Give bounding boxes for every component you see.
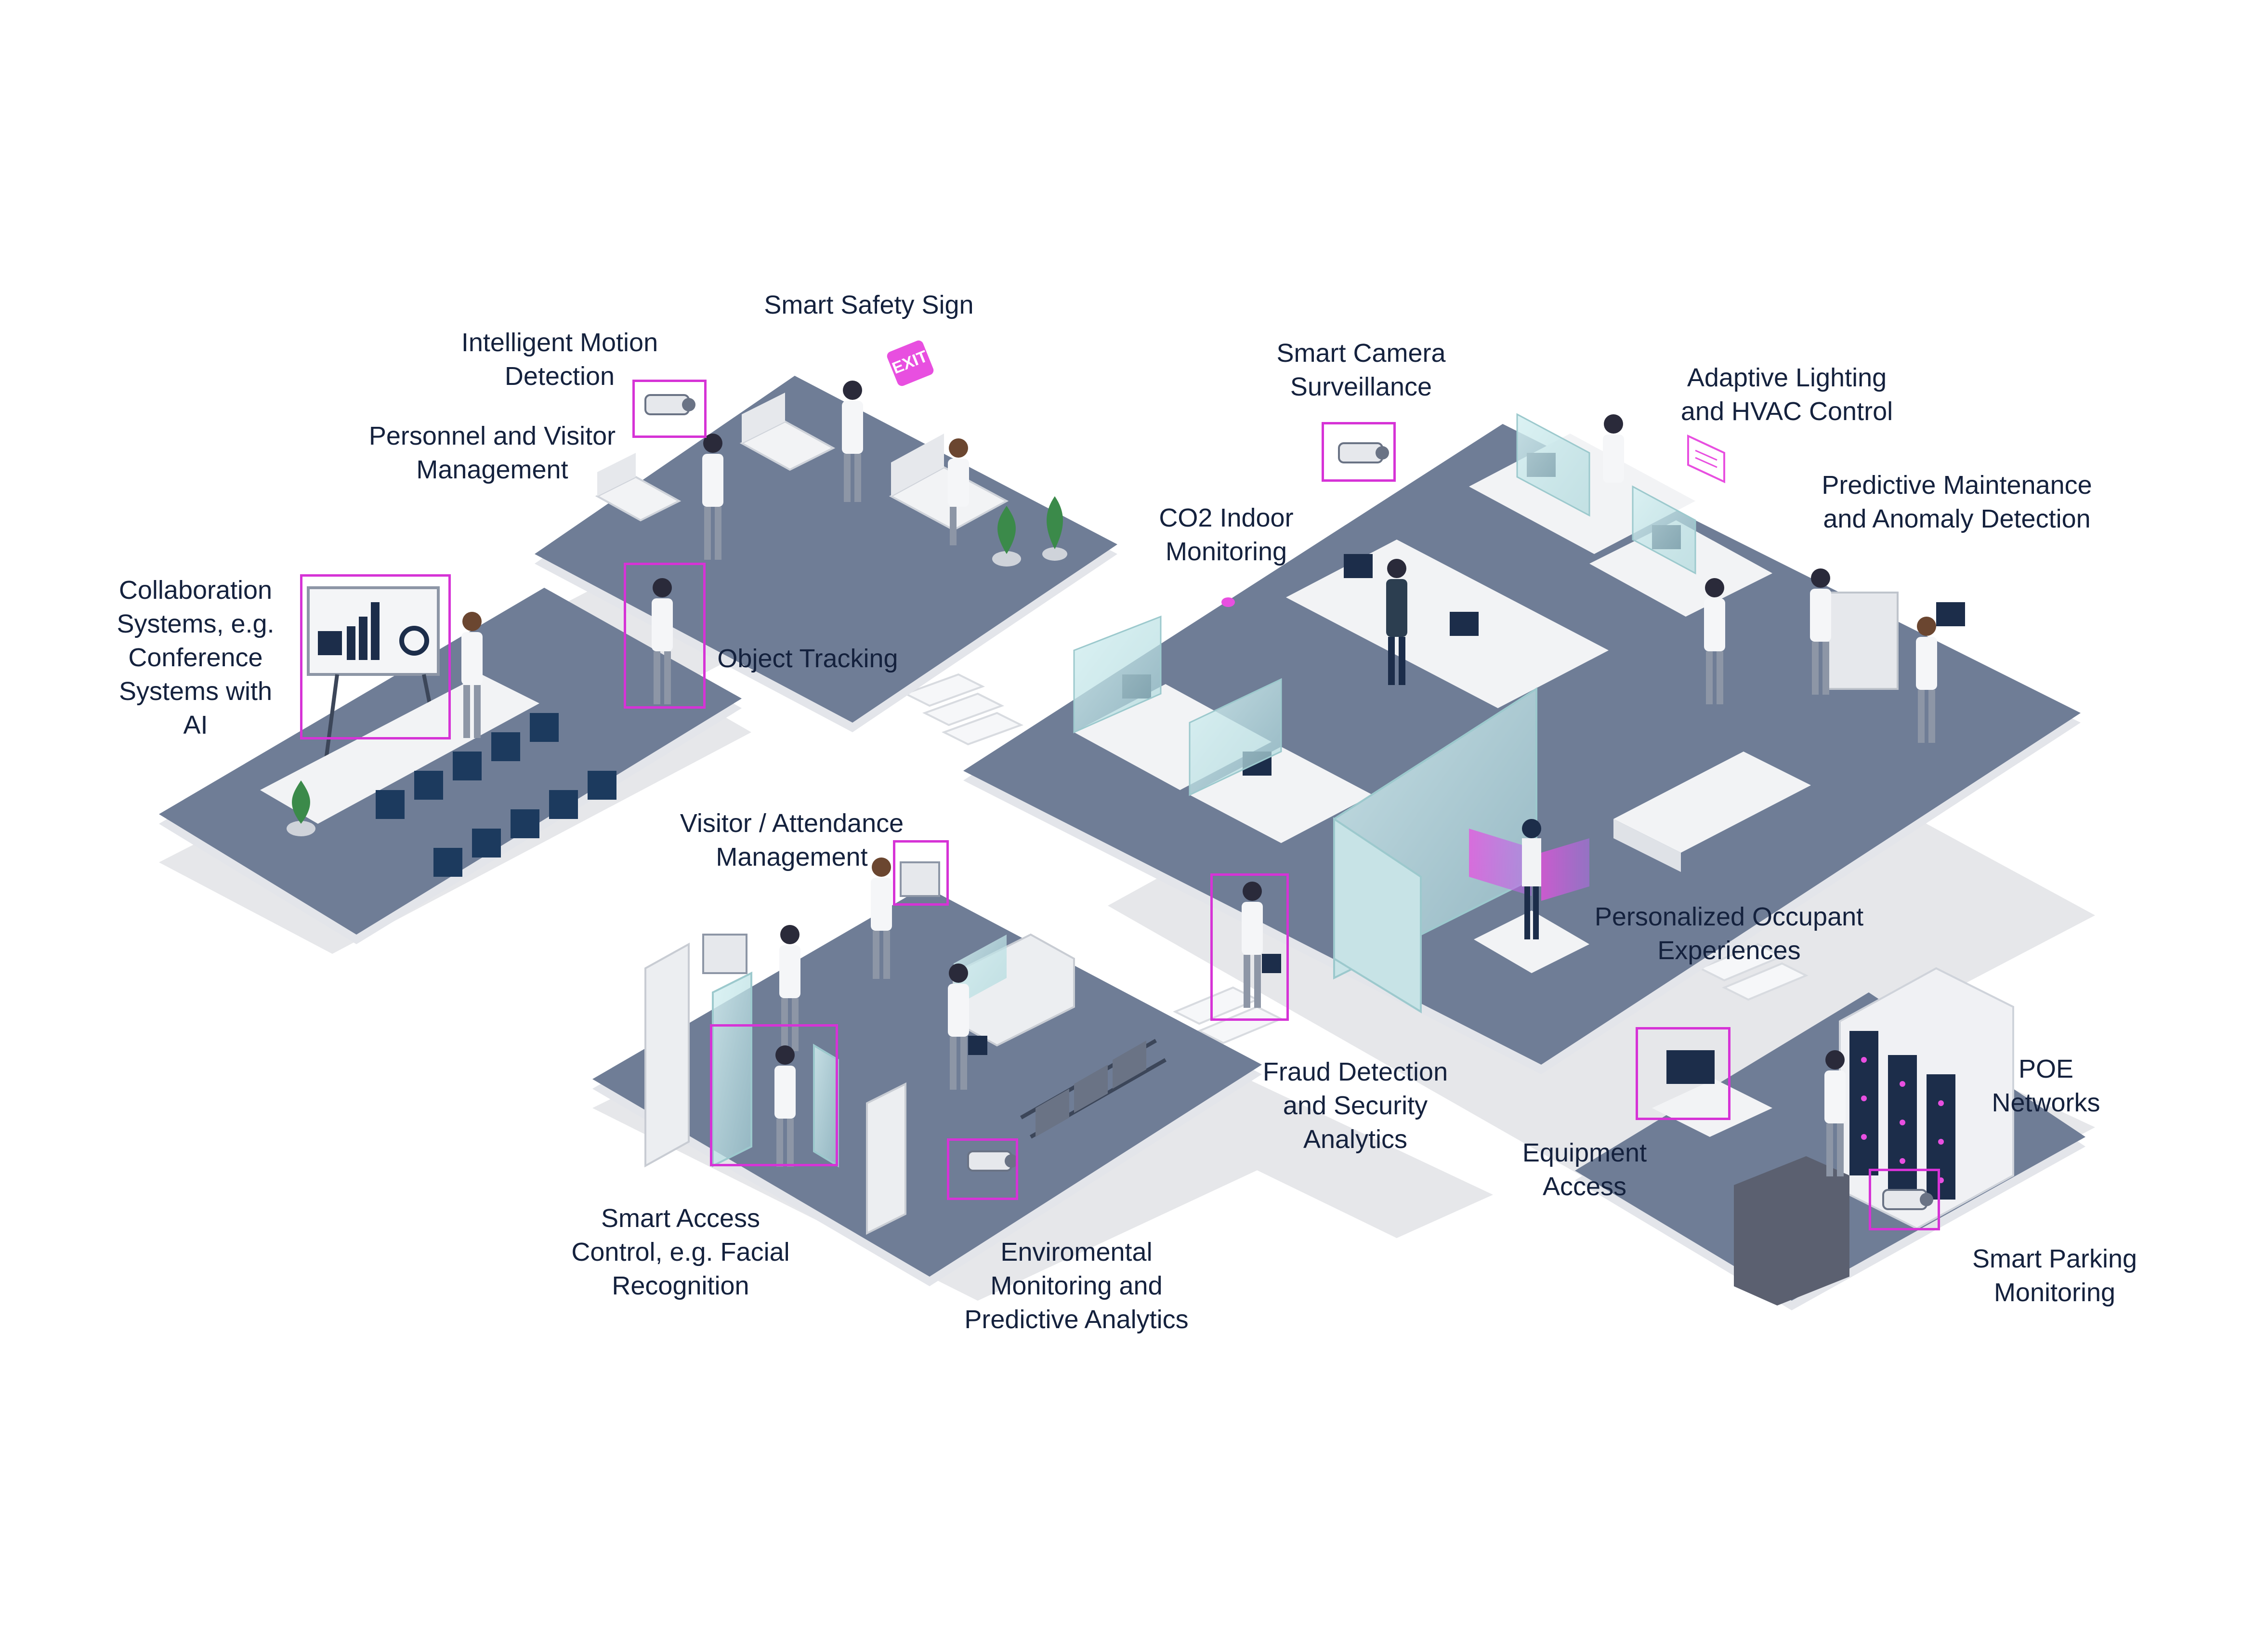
people (461, 381, 1937, 1176)
label-smart-parking-monitoring: Smart Parking Monitoring (1972, 1244, 2137, 1307)
surveillance-camera-icon (1338, 442, 1389, 463)
floor-conference (159, 588, 742, 944)
camera-surveillance-highlight (1322, 422, 1396, 482)
label-personnel-visitor-management: Personnel and Visitor Management (368, 422, 616, 484)
reception-furniture (644, 861, 1167, 1235)
equipment-access-highlight (1636, 1027, 1730, 1120)
label-adaptive-lighting-hvac: Adaptive Lighting and HVAC Control (1680, 363, 1893, 426)
label-predictive-maintenance: Predictive Maintenance and Anomaly Detec… (1822, 471, 2092, 533)
floor-lounge (535, 376, 1117, 732)
motion-camera-icon (644, 394, 695, 415)
label-fraud-detection: Fraud Detection and Security Analytics (1262, 1057, 1448, 1154)
label-poe-networks: POE Networks (1992, 1055, 2100, 1117)
environmental-highlight (947, 1138, 1018, 1200)
visitor-kiosk-highlight (893, 840, 949, 906)
label-collaboration-systems: Collaboration Systems, e.g. Conference S… (117, 576, 275, 739)
label-smart-safety-sign: Smart Safety Sign (764, 290, 974, 319)
environmental-camera-icon (967, 1150, 1018, 1172)
office-furniture (1073, 413, 1965, 1014)
smart-parking-highlight (1869, 1169, 1940, 1230)
label-visitor-attendance-management: Visitor / Attendance Management (680, 809, 904, 871)
access-control-highlight (710, 1024, 838, 1166)
label-personalized-occupant-experiences: Personalized Occupant Experiences (1594, 902, 1864, 965)
server-furniture (1652, 967, 2014, 1306)
label-environmental-monitoring: Enviromental Monitoring and Predictive A… (964, 1238, 1189, 1334)
label-smart-access-control: Smart Access Control, e.g. Facial Recogn… (571, 1204, 790, 1300)
collaboration-highlight (300, 574, 451, 739)
co2-sensor-icon (1221, 597, 1235, 607)
lounge-furniture (595, 393, 1067, 567)
label-smart-camera-surveillance: Smart Camera Surveillance (1276, 339, 1446, 401)
floor-reception (592, 886, 1262, 1286)
hvac-panel-icon (1687, 434, 1725, 484)
parking-camera-icon (1882, 1189, 1933, 1210)
label-intelligent-motion-detection: Intelligent Motion Detection (461, 328, 658, 391)
object-tracking-highlight (624, 563, 706, 709)
label-equipment-access: Equipment Access (1522, 1138, 1647, 1201)
label-co2-indoor-monitoring: CO2 Indoor Monitoring (1159, 503, 1294, 566)
motion-detection-highlight (632, 380, 707, 438)
label-object-tracking: Object Tracking (717, 644, 898, 673)
fraud-detection-highlight (1210, 873, 1289, 1021)
